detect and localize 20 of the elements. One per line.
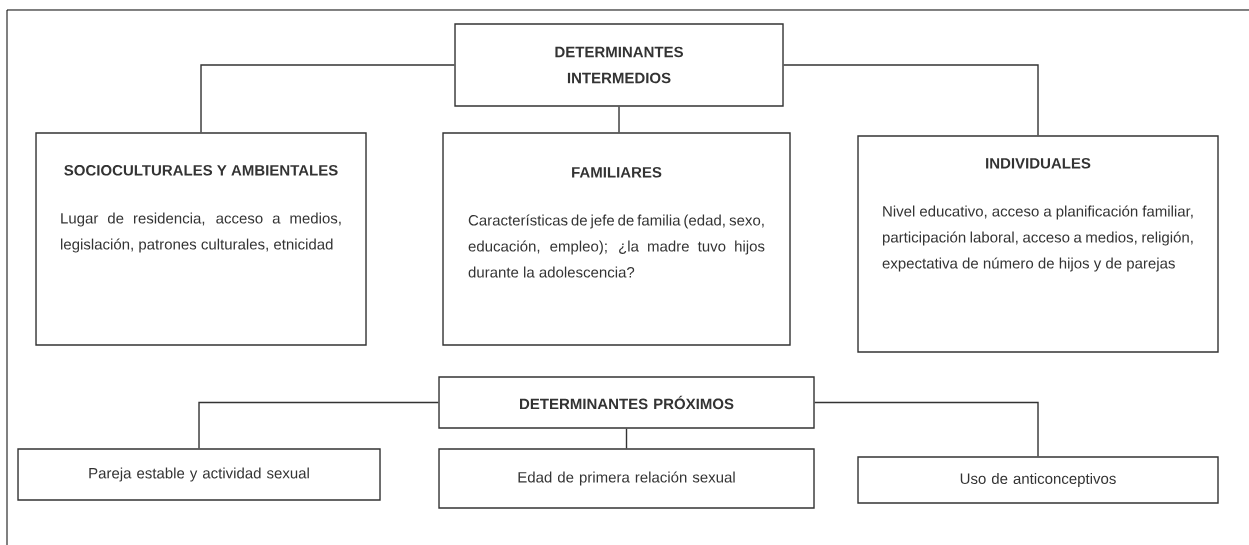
heading-box: DETERMINANTES PRÓXIMOS (438, 376, 815, 429)
heading-box: DETERMINANTES INTERMEDIOS (454, 23, 784, 107)
category-box (35, 132, 367, 346)
box-heading: INDIVIDUALES (986, 158, 1091, 169)
category-box (857, 135, 1219, 353)
connector-line (200, 64, 455, 133)
item-box: Edad de primera relación sexual (438, 448, 815, 509)
box-body-text: Características de jefe de familia (edad, sexo, educación, empleo); ¿la madre tuvo hijos durante la adolescencia? (468, 214, 765, 278)
box-heading: FAMILIARES (572, 167, 662, 178)
connector-line (198, 401, 439, 449)
item-box: Uso de anticonceptivos (857, 456, 1219, 504)
box-heading: SOCIOCULTURALES Y AMBIENTALES (64, 165, 338, 176)
connector-line (814, 401, 1039, 457)
category-box (442, 132, 791, 346)
connector-line (783, 64, 1039, 136)
connector-line (618, 106, 620, 133)
box-body-text: Lugar de residencia, acceso a medios, legislación, patrones culturales, etnicidad (61, 212, 341, 253)
connector-line (625, 428, 628, 449)
box-body-text: Nivel educativo, acceso a planificación familiar, participación laboral, acceso a medios, religión, expectativa de número de hijos y de parejas (882, 205, 1193, 272)
item-box: Pareja estable y actividad sexual (17, 448, 381, 501)
